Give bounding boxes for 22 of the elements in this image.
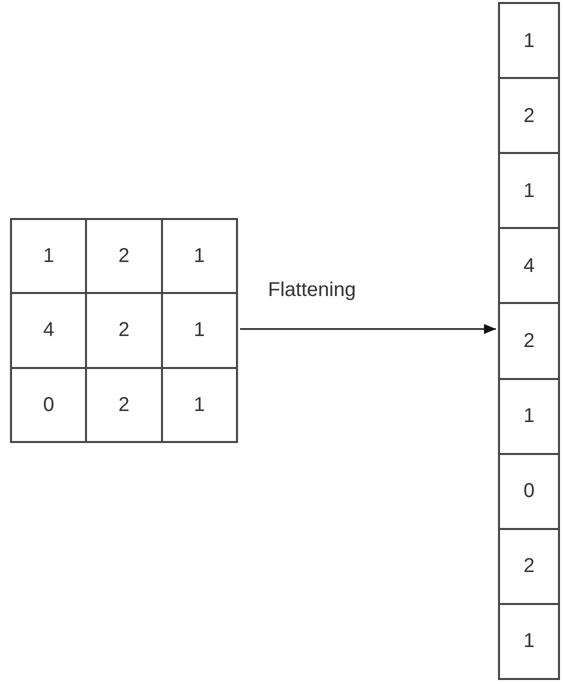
value-cell: 1 [162,368,237,442]
value-cell: 1 [11,219,86,294]
value-cell: 2 [86,368,162,442]
value-cell: 1 [499,153,559,228]
value-cell: 2 [86,219,162,294]
value-cell: 2 [499,303,559,379]
value-cell: 2 [499,78,559,154]
value-cell: 1 [162,293,237,368]
vector-column [498,2,560,680]
value-cell: 1 [499,378,559,454]
edge-label: Flattening [268,278,356,303]
value-cell: 1 [499,604,559,679]
value-cell: 0 [499,454,559,529]
value-cell: 2 [499,528,559,604]
value-cell: 1 [499,3,559,78]
value-cell: 4 [11,293,86,368]
value-cell: 4 [499,228,559,304]
value-cell: 0 [11,368,86,442]
value-cell: 2 [86,293,162,368]
value-cell: 1 [162,219,237,294]
arrow [240,324,496,334]
matrix-grid [10,218,238,443]
